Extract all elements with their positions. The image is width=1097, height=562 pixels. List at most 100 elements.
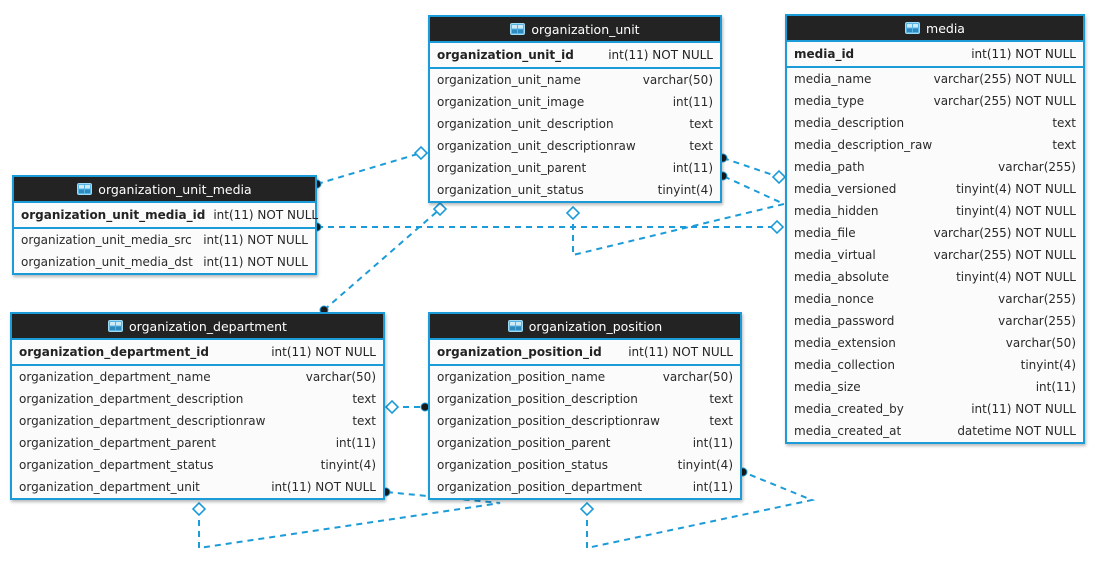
primary-key-name: organization_department_id: [19, 345, 209, 359]
table-icon: [108, 320, 124, 332]
column-name: media_absolute: [794, 270, 889, 284]
rel-organization_unit_media-organization_unit[interactable]: [312, 145, 429, 189]
column-type: text: [352, 392, 376, 406]
column-name: organization_department_description: [19, 392, 244, 406]
column-row: organization_unit_image int(11): [430, 91, 720, 113]
column-type: text: [709, 414, 733, 428]
table-organization_position[interactable]: organization_position organization_positi…: [428, 312, 742, 500]
column-type: text: [1052, 138, 1076, 152]
column-type: varchar(255) NOT NULL: [933, 248, 1076, 262]
relationship-diamond-endpoint: [413, 145, 429, 161]
column-name: organization_unit_descriptionraw: [437, 139, 636, 153]
column-type: varchar(50): [642, 73, 713, 87]
column-row: organization_position_department int(11): [430, 476, 740, 498]
relationship-line: [586, 471, 816, 550]
table-organization_unit_media[interactable]: organization_unit_media organization_unit…: [12, 175, 318, 275]
primary-key-name: organization_unit_id: [437, 48, 574, 62]
column-name: media_created_by: [794, 402, 904, 416]
column-name: organization_unit_parent: [437, 161, 587, 175]
column-name: organization_department_status: [19, 458, 214, 472]
relationship-line: [316, 152, 422, 185]
primary-key-type: int(11) NOT NULL: [971, 47, 1076, 61]
column-type: text: [1052, 116, 1076, 130]
column-type: varchar(255) NOT NULL: [933, 94, 1076, 108]
table-title: organization_department: [129, 318, 287, 334]
primary-key-type: int(11) NOT NULL: [628, 345, 733, 359]
column-type: datetime NOT NULL: [957, 424, 1076, 438]
relationship-diamond-endpoint: [771, 169, 787, 185]
column-name: organization_unit_image: [437, 95, 585, 109]
column-row: media_type varchar(255) NOT NULL: [787, 90, 1083, 112]
primary-key-name: media_id: [794, 47, 855, 61]
column-name: media_name: [794, 72, 872, 86]
column-name: media_description_raw: [794, 138, 933, 152]
column-name: organization_position_descriptionraw: [437, 414, 660, 428]
column-name: organization_position_status: [437, 458, 609, 472]
relationship-diamond-endpoint: [769, 219, 785, 235]
column-type: varchar(255): [998, 314, 1076, 328]
primary-key-name: organization_position_id: [437, 345, 602, 359]
column-name: organization_position_description: [437, 392, 638, 406]
column-name: media_collection: [794, 358, 895, 372]
table-title: organization_position: [528, 318, 663, 334]
column-type: int(11): [672, 95, 713, 109]
table-header-organization_unit_media: organization_unit_media: [14, 177, 315, 203]
column-name: organization_unit_name: [437, 73, 581, 87]
column-name: media_virtual: [794, 248, 876, 262]
column-name: media_hidden: [794, 204, 879, 218]
table-icon: [905, 22, 921, 34]
column-name: organization_unit_description: [437, 117, 614, 131]
relationship-diamond-endpoint: [384, 399, 400, 415]
column-row: media_name varchar(255) NOT NULL: [787, 68, 1083, 90]
column-name: media_size: [794, 380, 861, 394]
primary-key-name: organization_unit_media_id: [21, 208, 206, 222]
column-type: varchar(255) NOT NULL: [933, 72, 1076, 86]
column-name: media_type: [794, 94, 865, 108]
relationship-diamond-endpoint: [565, 205, 581, 221]
column-type: int(11): [692, 480, 733, 494]
table-header-media: media: [787, 16, 1083, 42]
table-header-organization_position: organization_position: [430, 314, 740, 340]
column-name: organization_position_department: [437, 480, 643, 494]
column-name: media_versioned: [794, 182, 897, 196]
column-row: organization_position_name varchar(50): [430, 366, 740, 388]
column-name: media_path: [794, 160, 865, 174]
column-name: organization_unit_media_src: [21, 233, 192, 247]
rel-organization_department-organization_unit[interactable]: [319, 201, 448, 315]
column-name: organization_department_unit: [19, 480, 200, 494]
column-name: media_file: [794, 226, 856, 240]
relationship-line: [323, 208, 441, 311]
column-type: int(11) NOT NULL: [203, 233, 308, 247]
column-type: int(11) NOT NULL: [971, 402, 1076, 416]
table-title: media: [926, 20, 965, 36]
rel-organization_position-self[interactable]: [579, 467, 816, 550]
table-organization_department[interactable]: organization_department organization_depa…: [10, 312, 385, 500]
relationship-diamond-endpoint: [579, 501, 595, 517]
column-row: organization_position_descriptionraw text: [430, 410, 740, 432]
column-row: media_created_by int(11) NOT NULL: [787, 398, 1083, 420]
rel-organization_position-organization_department[interactable]: [384, 399, 430, 415]
column-name: organization_department_parent: [19, 436, 216, 450]
column-type: varchar(50): [662, 370, 733, 384]
rel-organization_unit_media-media[interactable]: [312, 219, 785, 235]
column-name: organization_position_name: [437, 370, 606, 384]
